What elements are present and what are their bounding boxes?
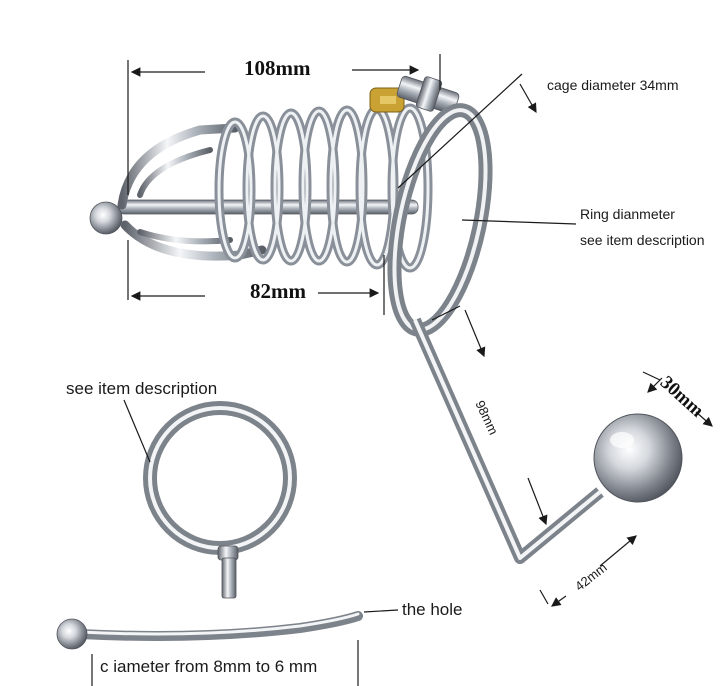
urethral-tube — [56, 611, 363, 650]
cage-length-label: 82mm — [250, 279, 306, 303]
dimension-lines — [91, 54, 713, 686]
chastity-cage — [89, 75, 460, 273]
ring-diameter-label-line2: see item description — [580, 232, 705, 248]
separate-ring — [143, 401, 297, 599]
ring-diameter-label-line1: Ring dianmeter — [580, 206, 675, 222]
tube-hole-label: the hole — [402, 600, 463, 619]
ring-note-label: see item description — [66, 379, 218, 398]
total-length-label: 108mm — [244, 56, 311, 80]
tube-diameter-label: c iameter from 8mm to 6 mm — [100, 657, 318, 676]
base-ring-with-hook — [387, 103, 683, 564]
cage-diameter-label: cage diameter 34mm — [547, 77, 679, 93]
